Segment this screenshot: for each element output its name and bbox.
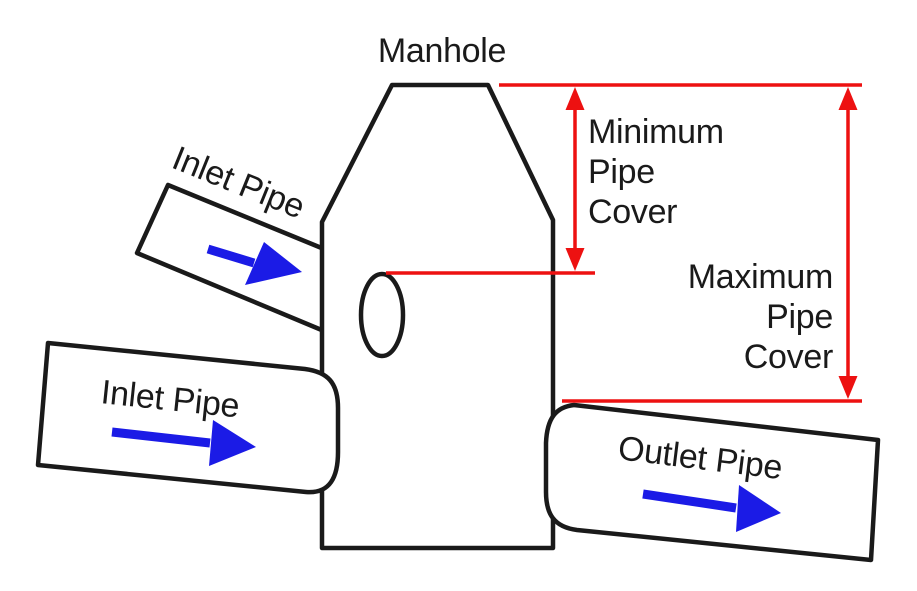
- outlet-pipe-shape: [543, 402, 881, 563]
- min-cover-label-line1: Minimum: [588, 113, 724, 151]
- manhole-body-shape: [319, 82, 556, 551]
- inlet-flow-arrow-lower-icon: [111, 420, 256, 466]
- outlet-flow-arrow-icon: [642, 485, 781, 532]
- min-cover-dimension-arrow: [565, 87, 585, 271]
- max-cover-label-line1: Maximum: [688, 258, 833, 296]
- arrow-down-icon: [838, 376, 858, 399]
- arrow-up-icon: [838, 87, 858, 110]
- min-cover-label: Minimum Pipe Cover: [588, 113, 724, 231]
- min-cover-label-line2: Pipe: [588, 153, 655, 191]
- arrow-down-icon: [565, 248, 585, 271]
- pipe-opening-ellipse: [358, 271, 406, 359]
- max-cover-label-line3: Cover: [744, 338, 833, 376]
- min-cover-label-line3: Cover: [588, 193, 677, 231]
- max-cover-dimension-arrow: [838, 87, 858, 399]
- max-cover-label: Maximum Pipe Cover: [688, 258, 834, 376]
- manhole-label: Manhole: [378, 32, 506, 70]
- inlet-pipe-lower-shape: [35, 340, 341, 495]
- arrow-up-icon: [565, 87, 585, 110]
- inlet-flow-arrow-upper-icon: [206, 242, 302, 285]
- max-cover-label-line2: Pipe: [766, 298, 833, 336]
